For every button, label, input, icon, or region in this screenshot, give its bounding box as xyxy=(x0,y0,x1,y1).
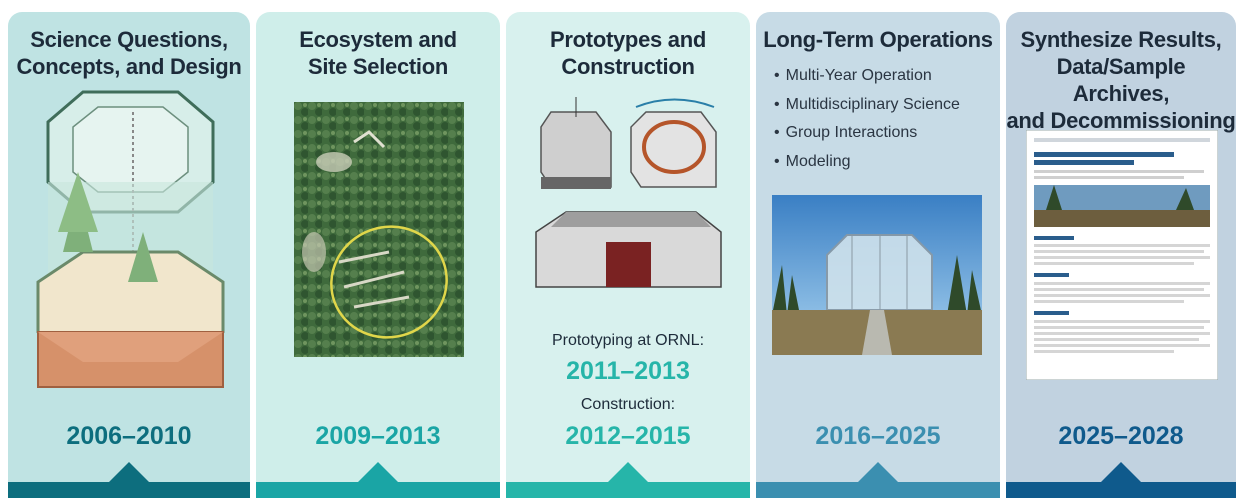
publication-document-image xyxy=(1026,130,1218,380)
bullet-item: Modeling xyxy=(774,148,960,177)
timeline-bar xyxy=(756,482,1000,498)
timeline-marker xyxy=(107,462,151,484)
aerial-site-photo xyxy=(294,102,464,357)
stage-title-line: Long-Term Operations xyxy=(763,27,993,52)
timeline-bar xyxy=(506,482,750,498)
timeline-bar xyxy=(256,482,500,498)
stage-title-line: Synthesize Results, xyxy=(1020,27,1222,52)
stage-panel-2: Ecosystem and Site Selection 2009–2013 xyxy=(256,12,500,498)
operations-bullet-list: Multi-Year Operation Multidisciplinary S… xyxy=(774,62,960,176)
stage-panel-3: Prototypes and Construction Prototyping … xyxy=(506,12,750,498)
timeline-marker xyxy=(356,462,400,484)
stage-title-line: Construction xyxy=(561,54,695,79)
prototyping-years: 2011–2013 xyxy=(566,357,690,385)
stage-title: Ecosystem and Site Selection xyxy=(256,26,500,80)
timeline-marker xyxy=(606,462,650,484)
stage-title-line: Data/Sample Archives, xyxy=(1056,54,1186,106)
field-site-photo xyxy=(772,195,982,355)
stage-title-line: and Decommissioning xyxy=(1006,108,1236,133)
stage-title-line: Ecosystem and xyxy=(299,27,457,52)
prototype-renderings-image xyxy=(535,97,722,288)
bullet-item: Multidisciplinary Science xyxy=(774,91,960,120)
timeline-bar xyxy=(1006,482,1236,498)
stage-title: Prototypes and Construction xyxy=(506,26,750,80)
bullet-item: Multi-Year Operation xyxy=(774,62,960,91)
stage-title-line: Concepts, and Design xyxy=(16,54,242,79)
stage-years: 2016–2025 xyxy=(815,422,941,450)
stage-title-line: Prototypes and xyxy=(550,27,706,52)
stage-title-line: Site Selection xyxy=(307,54,449,79)
construction-label: Construction: xyxy=(580,396,676,413)
stage-title: Synthesize Results, Data/Sample Archives… xyxy=(1006,26,1236,134)
stage-years: 2009–2013 xyxy=(315,422,441,450)
timeline-marker xyxy=(856,462,900,484)
stage-years: 2025–2028 xyxy=(1058,422,1184,450)
stage-panel-1: Science Questions, Concepts, and Design … xyxy=(8,12,250,498)
stage-title: Long-Term Operations xyxy=(756,26,1000,53)
stage-title-line: Science Questions, xyxy=(30,27,228,52)
stage-years: 2006–2010 xyxy=(66,422,192,450)
stage-title: Science Questions, Concepts, and Design xyxy=(8,26,250,80)
timeline-bar xyxy=(8,482,250,498)
stage-years: 2012–2015 xyxy=(565,422,691,450)
stage-panel-5: Synthesize Results, Data/Sample Archives… xyxy=(1006,12,1236,498)
prototyping-label: Prototyping at ORNL: xyxy=(551,332,705,349)
bullet-item: Group Interactions xyxy=(774,119,960,148)
stage-panel-4: Long-Term Operations Multi-Year Operatio… xyxy=(756,12,1000,498)
timeline-marker xyxy=(1099,462,1143,484)
enclosure-diagram-image xyxy=(36,90,225,388)
